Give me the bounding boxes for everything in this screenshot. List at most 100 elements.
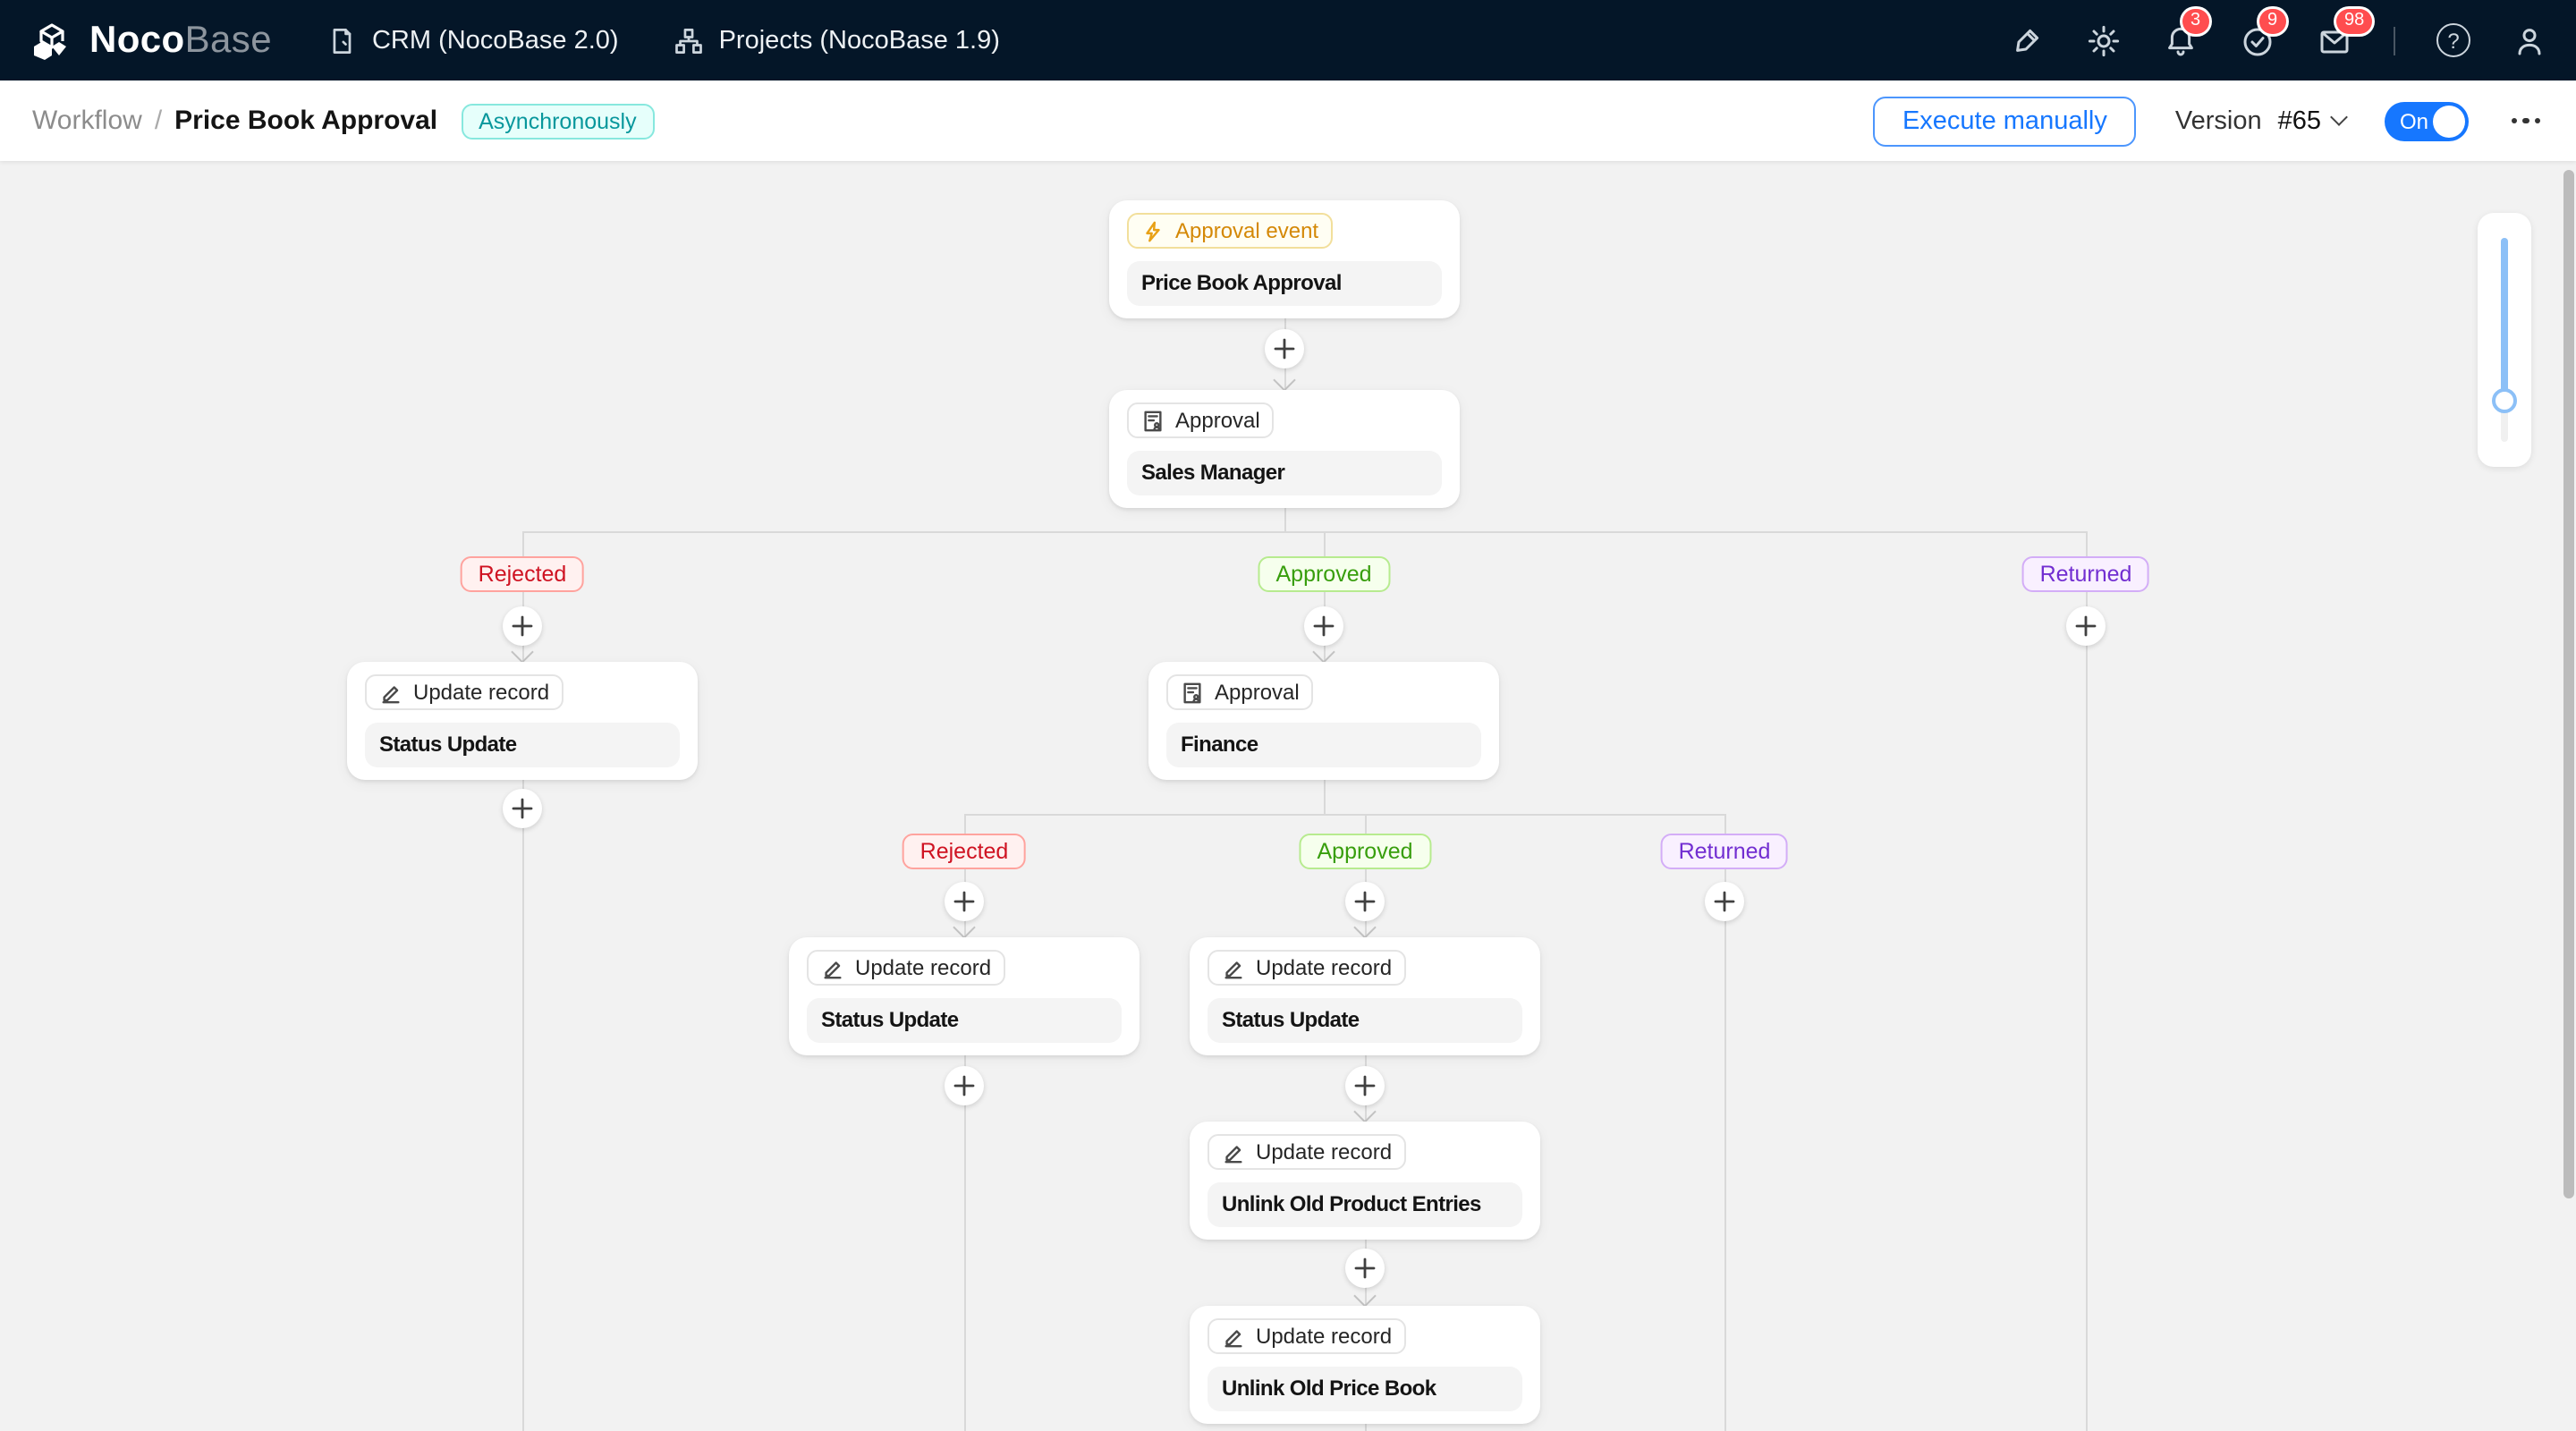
nocobase-logo[interactable]: NocoBase	[29, 17, 272, 64]
todos-button[interactable]: 9	[2240, 8, 2286, 58]
file-icon	[333, 28, 352, 53]
add-node-button[interactable]	[1345, 1066, 1385, 1105]
branch-label-rejected: Rejected	[460, 556, 585, 592]
todos-badge: 9	[2259, 8, 2286, 33]
node-update-status-approved[interactable]: Update record Status Update	[1190, 937, 1540, 1054]
node-type-tag: Approval event	[1127, 213, 1334, 249]
connector-line	[2086, 531, 2088, 1431]
node-approval-sales-manager[interactable]: Approval Sales Manager	[1109, 390, 1460, 507]
node-title: Status Update	[365, 722, 680, 766]
version-select[interactable]: #65	[2278, 106, 2347, 135]
more-actions-button[interactable]	[2507, 109, 2544, 133]
add-node-button[interactable]	[1265, 329, 1304, 368]
breadcrumb-separator: /	[154, 105, 163, 135]
node-title: Status Update	[807, 997, 1122, 1042]
add-node-button[interactable]	[945, 882, 984, 921]
branch-label-rejected: Rejected	[902, 834, 1027, 869]
node-approval-event[interactable]: Approval event Price Book Approval	[1109, 200, 1460, 318]
toggle-on-label: On	[2400, 108, 2429, 133]
pencil-icon	[824, 961, 842, 978]
pencil-icon	[382, 685, 400, 703]
node-update-status-finance-rejected[interactable]: Update record Status Update	[789, 937, 1140, 1054]
chevron-down-icon	[2329, 108, 2347, 126]
connector-line	[522, 531, 524, 1431]
zoom-slider-fill	[2501, 238, 2508, 399]
header-actions: 3 9 98 ?	[2009, 8, 2547, 58]
nav-item-crm[interactable]: CRM (NocoBase 2.0)	[326, 24, 619, 56]
app-header: NocoBase CRM (NocoBase 2.0) Projects (No…	[0, 0, 2576, 80]
add-node-button[interactable]	[503, 789, 542, 828]
add-node-button[interactable]	[945, 1066, 984, 1105]
design-mode-button[interactable]	[2009, 22, 2045, 58]
plus-icon	[2075, 615, 2097, 637]
vertical-scrollbar[interactable]	[2563, 170, 2574, 1198]
messages-button[interactable]: 98	[2317, 8, 2373, 58]
header-divider	[2394, 26, 2395, 55]
node-title: Price Book Approval	[1127, 260, 1442, 305]
plus-icon	[953, 1075, 975, 1097]
node-title: Sales Manager	[1127, 450, 1442, 495]
settings-button[interactable]	[2086, 22, 2122, 58]
breadcrumb-workflow-link[interactable]: Workflow	[32, 105, 142, 135]
add-node-button[interactable]	[1345, 882, 1385, 921]
node-unlink-old-price-book[interactable]: Update record Unlink Old Price Book	[1190, 1306, 1540, 1423]
help-button[interactable]: ?	[2436, 23, 2470, 57]
nocobase-logo-icon	[34, 22, 66, 59]
workflow-toolbar: Workflow/Price Book Approval Asynchronou…	[0, 80, 2576, 161]
node-type-tag: Approval	[1127, 402, 1275, 438]
connector-line	[964, 814, 966, 1431]
lightning-icon	[1146, 220, 1160, 241]
add-node-button[interactable]	[1304, 606, 1343, 646]
workflow-canvas[interactable]: Rejected Approved Returned Rejected Appr…	[0, 161, 2576, 1431]
logo-text: NocoBase	[89, 19, 272, 60]
workflow-mode-tag: Asynchronously	[461, 103, 655, 139]
execute-manually-button[interactable]: Execute manually	[1873, 96, 2136, 146]
highlighter-icon	[2016, 28, 2039, 51]
add-node-button[interactable]	[1705, 882, 1744, 921]
zoom-slider-handle[interactable]	[2492, 388, 2517, 413]
branch-label-approved: Approved	[1299, 834, 1431, 869]
node-type-tag: Update record	[365, 674, 564, 710]
node-title: Finance	[1166, 722, 1481, 766]
pencil-icon	[1224, 1329, 1242, 1347]
toggle-knob	[2432, 105, 2464, 137]
ellipsis-icon	[2522, 117, 2529, 124]
connector-line	[1284, 501, 1286, 531]
version-label: Version	[2174, 106, 2262, 135]
toolbar-actions: Execute manually Version #65 On	[1873, 96, 2544, 146]
user-button[interactable]	[2512, 22, 2547, 58]
add-node-button[interactable]	[2066, 606, 2106, 646]
add-node-button[interactable]	[1345, 1249, 1385, 1288]
node-unlink-old-product-entries[interactable]: Update record Unlink Old Product Entries	[1190, 1122, 1540, 1239]
connector-line	[1724, 814, 1726, 1431]
branch-label-returned: Returned	[2021, 556, 2150, 592]
node-type-label: Update record	[1256, 955, 1393, 980]
notifications-button[interactable]: 3	[2163, 8, 2209, 58]
add-node-button[interactable]	[503, 606, 542, 646]
node-type-label: Update record	[1256, 1139, 1393, 1164]
workflow-enabled-toggle[interactable]: On	[2384, 101, 2468, 140]
node-approval-finance[interactable]: Approval Finance	[1148, 662, 1499, 779]
node-type-label: Approval	[1215, 680, 1300, 705]
plus-icon	[512, 615, 533, 637]
node-type-label: Update record	[1256, 1324, 1393, 1349]
plus-icon	[512, 798, 533, 819]
node-type-label: Update record	[855, 955, 992, 980]
mail-icon	[2320, 30, 2349, 53]
plus-icon	[1714, 891, 1735, 912]
messages-badge: 98	[2336, 8, 2373, 33]
nav-item-projects[interactable]: Projects (NocoBase 1.9)	[673, 24, 1000, 56]
nav-item-label: Projects (NocoBase 1.9)	[718, 26, 1000, 55]
node-update-status-rejected[interactable]: Update record Status Update	[347, 662, 698, 779]
breadcrumb: Workflow/Price Book Approval	[32, 105, 437, 137]
branch-line	[522, 531, 2086, 533]
branch-line	[964, 814, 1724, 816]
gear-icon	[2088, 24, 2120, 56]
version-control: Version #65	[2174, 106, 2347, 135]
plus-icon	[1274, 338, 1295, 360]
node-type-tag: Update record	[1208, 1318, 1407, 1354]
node-type-tag: Update record	[1208, 1134, 1407, 1170]
node-type-label: Approval event	[1175, 218, 1319, 243]
pencil-icon	[1224, 961, 1242, 978]
plus-icon	[953, 891, 975, 912]
